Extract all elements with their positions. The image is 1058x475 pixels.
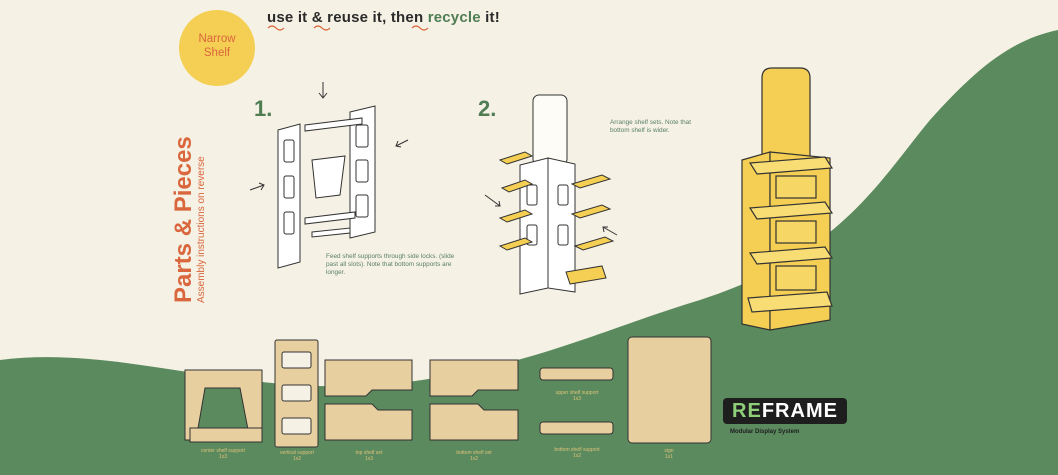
step-1-note: Feed shelf supports through side locks. …: [326, 253, 455, 276]
parts-row: [184, 336, 712, 448]
tagline-recycle: recycle: [427, 9, 481, 26]
badge-text: Narrow Shelf: [182, 32, 252, 60]
assembled-shelf: [741, 67, 834, 331]
arrow-icon: [249, 82, 618, 236]
badge-line2: Shelf: [203, 47, 231, 59]
tagline-part1: use it &: [267, 9, 328, 26]
step1-illustration: [277, 105, 376, 269]
step-2-note: Arrange shelf sets. Note that bottom she…: [610, 119, 691, 134]
tagline-part4: it!: [480, 9, 500, 26]
step2-illustration: [498, 94, 615, 295]
tagline: use it & reuse it, then recycle it!: [267, 9, 500, 26]
step-1-number: 1.: [254, 96, 273, 121]
logo-subtitle: Modular Display System: [730, 429, 800, 435]
step-2-number: 2.: [478, 96, 497, 121]
side-title: Parts & Pieces Assembly instructions on …: [170, 136, 207, 303]
wavy-underline-icon: [267, 25, 429, 31]
reframe-logo: REFRAME: [723, 398, 847, 424]
badge-line1: Narrow: [198, 33, 236, 45]
green-wave: [0, 30, 1058, 475]
side-title-main: Parts & Pieces: [170, 136, 197, 303]
tagline-part2: reuse it, then: [327, 9, 428, 26]
side-title-subtitle: Assembly instructions on reverse: [196, 156, 207, 303]
product-badge: [182, 13, 252, 83]
